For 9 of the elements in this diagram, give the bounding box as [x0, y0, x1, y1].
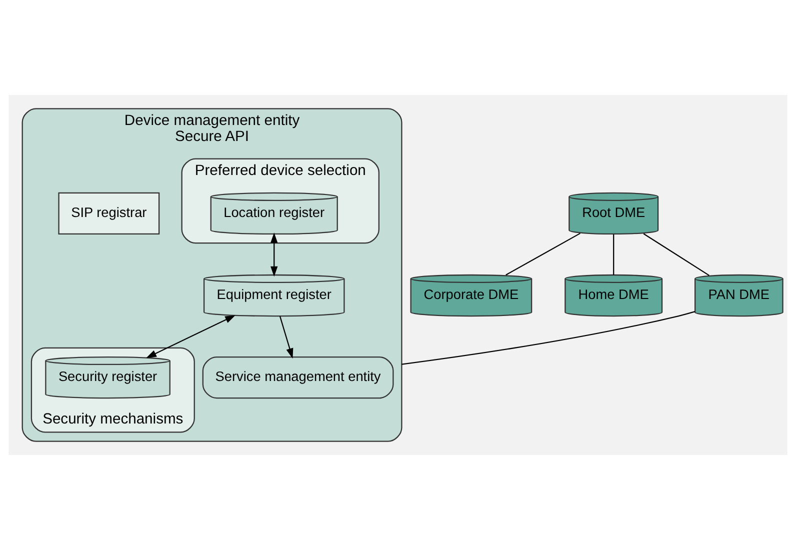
arrow: [279, 316, 294, 358]
connector: [613, 234, 614, 274]
arrow: [270, 232, 278, 276]
connector: [643, 232, 710, 276]
connector: [506, 232, 580, 275]
connector: [402, 310, 696, 364]
arrow: [146, 314, 236, 358]
node-box: SIP registrar: [58, 192, 160, 234]
node-box: Service management entity: [202, 356, 394, 398]
